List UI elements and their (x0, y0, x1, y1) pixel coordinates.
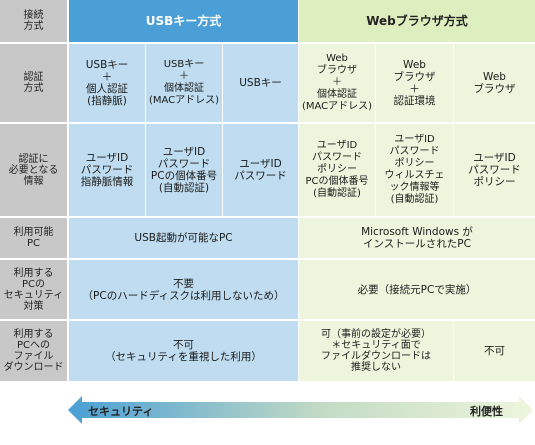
web-available-pc-cell: Microsoft Windows が インストールされたPC (299, 218, 535, 258)
usb-info-cell: ユーザID パスワード 指静脈情報 (69, 124, 145, 216)
usb-available-pc-cell: USB起動が可能なPC (69, 218, 298, 258)
web-auth-cell: Web ブラウザ ＋ 認証環境 (376, 44, 453, 122)
usb-security-cell: 不要 （PCのハードディスクは利用しないため） (69, 260, 298, 319)
usb-auth-cell: USBキー ＋ 個体認証 (MACアドレス) (146, 44, 222, 122)
usb-method-header: USBキー方式 (69, 0, 298, 42)
row-header-security: 利用する PCの セキュリティ 対策 (0, 260, 67, 319)
web-info-cell: ユーザID パスワード ポリシー (454, 124, 535, 216)
web-info-cell: ユーザID パスワード ポリシー PCの個体番号 (自動認証) (299, 124, 375, 216)
web-auth-cell: Web ブラウザ ＋ 個体認証 (MACアドレス) (299, 44, 375, 122)
web-auth-cell: Web ブラウザ (454, 44, 535, 122)
usb-download-cell: 不可 （セキュリティを重視した利用） (69, 321, 298, 381)
usb-info-cell: ユーザID パスワード (223, 124, 298, 216)
web-download-cell: 可（事前の設定が必要） ＊セキュリティ面で ファイルダウンロードは 推奨しない (299, 321, 453, 381)
row-header-auth-method: 認証 方式 (0, 44, 67, 122)
security-convenience-scale-arrow (68, 396, 533, 424)
usb-auth-cell: USBキー ＋ 個人認証 (指静脈) (69, 44, 145, 122)
comparison-table: 接続 方式 USBキー方式 Webブラウザ方式 認証 方式 USBキー ＋ 個人… (0, 0, 535, 381)
usb-auth-cell: USBキー (223, 44, 298, 122)
row-header-available-pc: 利用可能 PC (0, 218, 67, 258)
row-header-connection: 接続 方式 (0, 0, 67, 42)
usb-info-cell: ユーザID パスワード PCの個体番号 (自動認証) (146, 124, 222, 216)
row-header-download: 利用する PCへの ファイル ダウンロード (0, 321, 67, 381)
scale-label-security: セキュリティ (88, 405, 154, 418)
web-download-cell: 不可 (454, 321, 535, 381)
row-header-required-info: 認証に 必要となる 情報 (0, 124, 67, 216)
scale-label-convenience: 利便性 (470, 405, 503, 418)
web-method-header: Webブラウザ方式 (299, 0, 535, 42)
web-info-cell: ユーザID パスワード ポリシー ウィルスチェ ック情報等 (自動認証) (376, 124, 453, 216)
web-security-cell: 必要（接続元PCで実施） (299, 260, 535, 319)
